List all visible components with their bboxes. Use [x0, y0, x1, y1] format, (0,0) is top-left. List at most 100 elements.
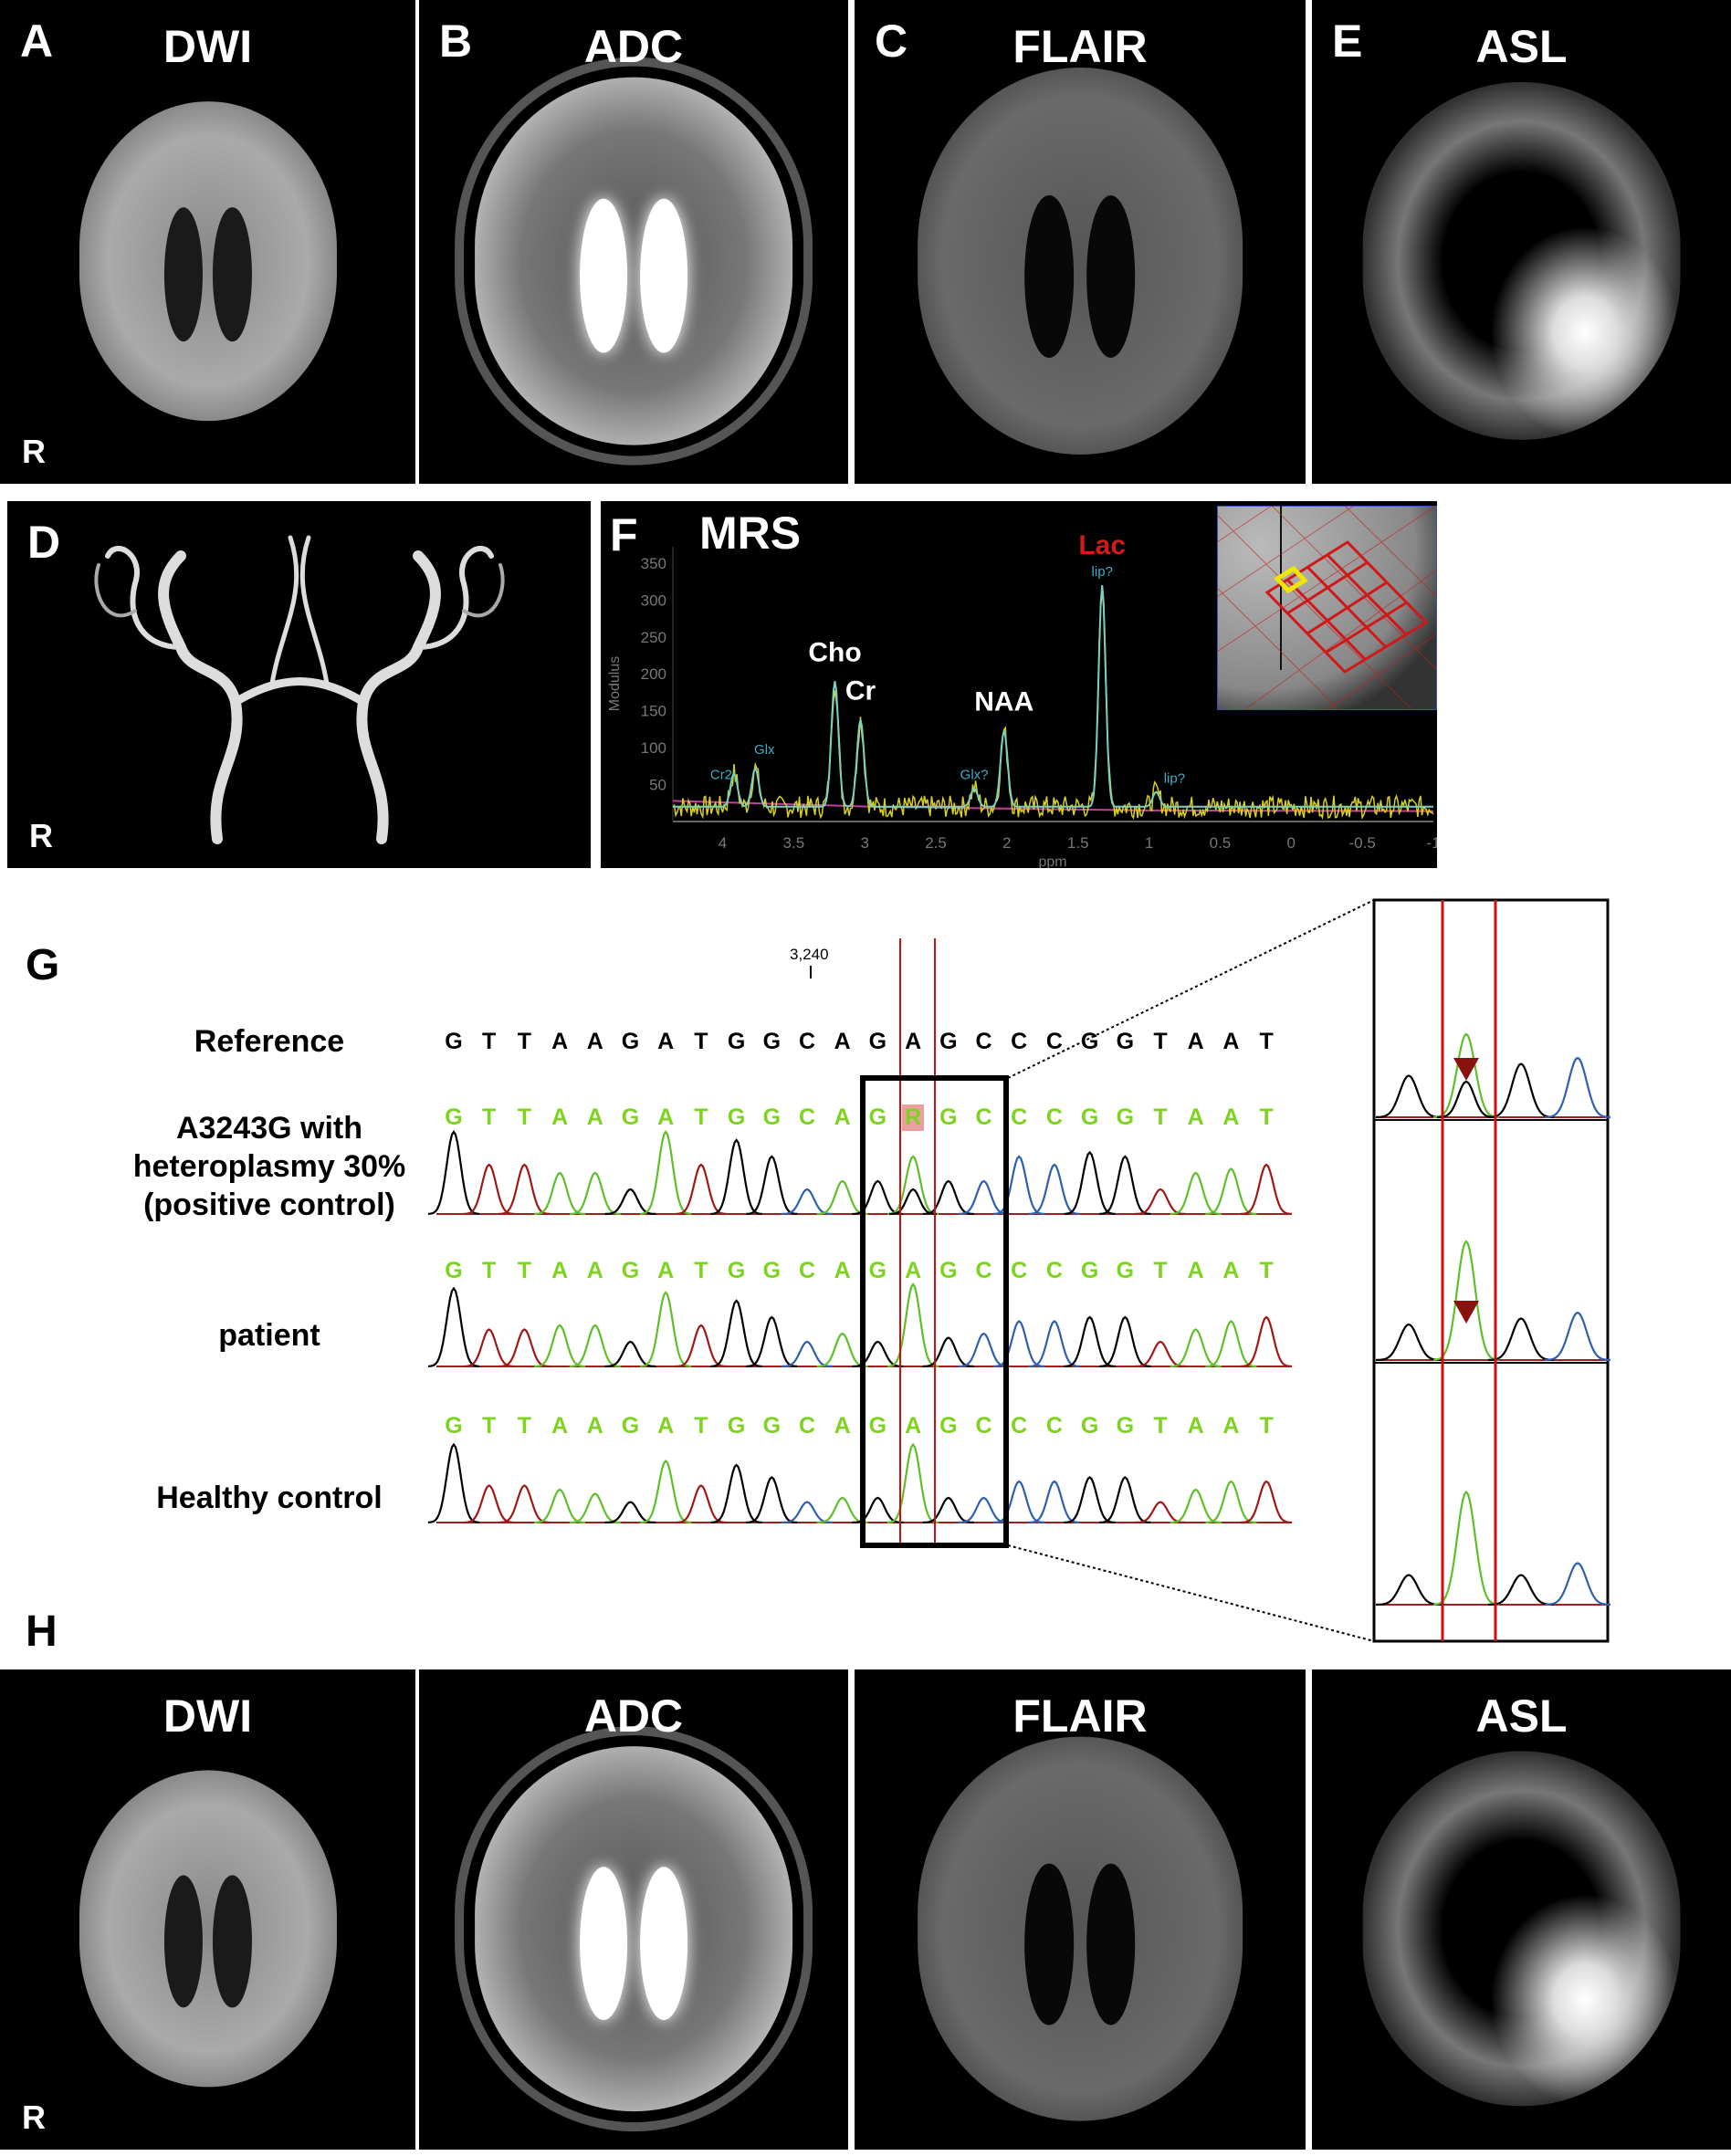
base-letter: G [727, 1029, 746, 1054]
chromatogram-peak [427, 1286, 480, 1367]
base-letter: G [868, 1413, 887, 1439]
chromatogram-peak [958, 1496, 1010, 1524]
chromatogram-peak [1205, 1480, 1257, 1523]
mri-panel-asl: ASL [1312, 1669, 1731, 2150]
base-letter: A [657, 1413, 675, 1439]
base-letter: T [1153, 1413, 1168, 1439]
inset-base-letter: G [1396, 949, 1422, 984]
base-letter: A [834, 1413, 851, 1439]
inset-base-letter: R [1451, 949, 1482, 985]
chromatogram-peak [922, 1179, 974, 1216]
x-tick-label: 0.5 [1210, 834, 1232, 852]
x-tick-label: 2 [1002, 834, 1011, 852]
mri-panel-dwi: A DWI R [0, 0, 415, 484]
peak-label: Cho [808, 637, 861, 667]
orientation-right-marker: R [22, 433, 46, 470]
base-letter: A [657, 1104, 675, 1130]
chromatogram-peak [710, 1138, 762, 1215]
chromatogram-peak [1064, 1476, 1116, 1523]
base-letter: G [727, 1413, 746, 1439]
panel-letter: D [27, 517, 61, 568]
base-letter: A [586, 1258, 603, 1283]
panel-letter: A [20, 16, 54, 67]
chromatogram-peak [1170, 1328, 1222, 1368]
base-letter: G [621, 1029, 640, 1054]
base-letter: G [1080, 1104, 1099, 1130]
chromatogram-peak [463, 1163, 515, 1215]
inset-base-letter: C [1566, 1436, 1589, 1470]
chromatogram-peak [958, 1179, 1010, 1216]
patient-label: patient [218, 1318, 320, 1353]
base-letter: T [517, 1258, 532, 1283]
y-tick-label: 100 [641, 739, 666, 757]
base-letter: C [1011, 1258, 1028, 1283]
base-letter: A [657, 1258, 675, 1283]
panel-letter: F [610, 509, 638, 560]
panel-title: DWI [163, 1690, 253, 1742]
base-letter: T [517, 1413, 532, 1439]
orientation-right-marker: R [22, 2098, 46, 2136]
inset-base-letter: A [1454, 1192, 1478, 1227]
inset-chromatogram-peak [1432, 1240, 1500, 1361]
base-letter: G [1080, 1029, 1099, 1054]
base-letter: G [939, 1413, 958, 1439]
chromatogram-peak [640, 1459, 692, 1523]
brain-image [79, 101, 337, 422]
panel-title: ADC [583, 21, 684, 72]
base-letter: A [1187, 1104, 1204, 1130]
base-letter: A [834, 1104, 851, 1130]
base-letter: C [975, 1104, 992, 1130]
base-letter: A [1187, 1029, 1204, 1054]
chromatogram-peak [569, 1171, 621, 1215]
mri-panel-flair: FLAIR [855, 1669, 1306, 2150]
panel-title: DWI [163, 21, 253, 72]
chromatogram-peak [1134, 1188, 1187, 1216]
peak-label: lip? [1092, 564, 1113, 580]
inset-chromatogram-peak [1545, 1562, 1610, 1606]
chromatogram-peak [781, 1501, 834, 1524]
base-letter: A [1222, 1258, 1240, 1283]
inset-chromatogram-peak [1488, 1317, 1554, 1361]
base-letter: T [1153, 1029, 1168, 1054]
chromatogram-peak [640, 1129, 692, 1215]
base-letter: G [445, 1258, 463, 1283]
arrowhead-icon [1453, 1301, 1479, 1324]
inset-chromatogram-peak-secondary [1436, 1080, 1496, 1119]
base-letter: A [905, 1258, 922, 1283]
base-letter: T [1153, 1258, 1168, 1283]
y-tick-label: 150 [641, 703, 666, 720]
panel-title: ASL [1475, 21, 1568, 72]
chromatogram-peak [993, 1480, 1045, 1523]
chromatogram-peak [1028, 1320, 1080, 1367]
panel-title: ADC [583, 1690, 684, 1742]
ventricle [213, 1875, 252, 2008]
base-letter: G [939, 1104, 958, 1130]
base-letter: T [694, 1029, 708, 1054]
base-letter: G [939, 1029, 958, 1054]
base-letter: A [905, 1413, 922, 1439]
chromatogram-peak [534, 1171, 586, 1215]
chromatogram-peak [1099, 1155, 1151, 1215]
base-letter: A [586, 1029, 603, 1054]
peak-label: Glx? [960, 768, 989, 783]
base-letter: G [445, 1104, 463, 1130]
brain-image [475, 1746, 792, 2111]
base-letter: A [551, 1413, 569, 1439]
ventricle [579, 198, 628, 353]
inset-chromatogram-peak [1375, 1323, 1442, 1362]
peak-label: Cr2 [710, 767, 732, 782]
chromatogram-peak [1241, 1315, 1293, 1367]
base-letter: T [1259, 1413, 1274, 1439]
mra-vessels-image [94, 535, 505, 844]
inset-base-letter: G [1396, 1192, 1422, 1227]
base-letter: A [834, 1258, 851, 1283]
base-letter: G [621, 1258, 640, 1283]
inset-chromatogram-peak [1545, 1311, 1610, 1361]
base-letter: C [798, 1258, 816, 1283]
inset-chromatogram-peak [1432, 1490, 1500, 1606]
chart-title: MRS [699, 508, 802, 559]
base-letter: C [975, 1413, 992, 1439]
chromatogram-peak [675, 1324, 727, 1367]
chromatogram-peak [746, 1315, 798, 1367]
